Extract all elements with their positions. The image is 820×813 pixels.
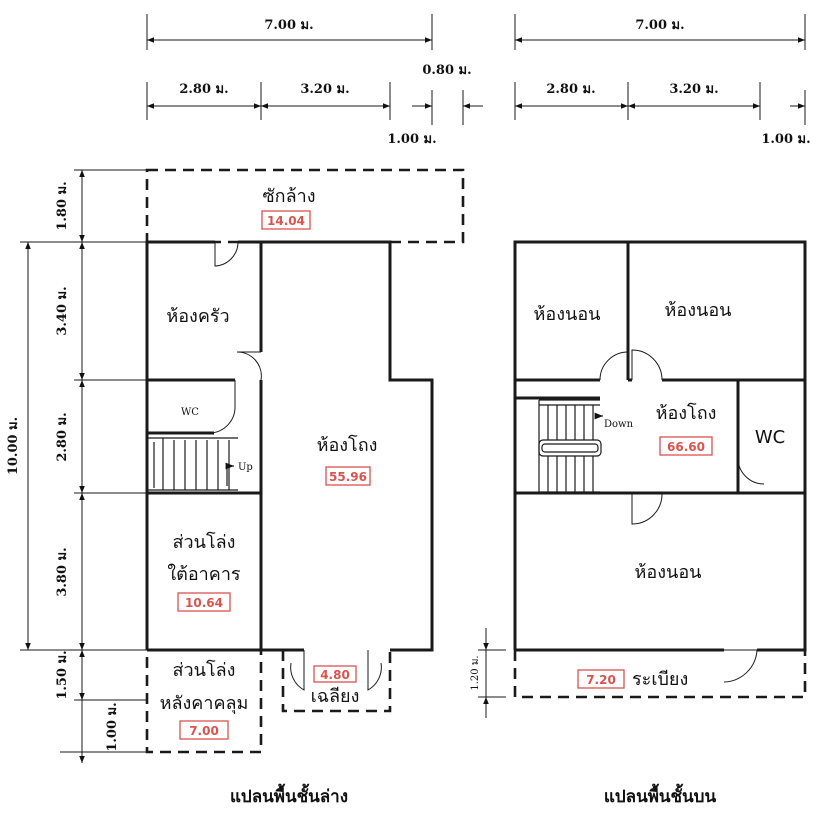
- balcony-door: [723, 649, 758, 683]
- open-space-area-box: [177, 592, 231, 612]
- open-space-label-2: ใต้อาคาร: [167, 563, 241, 585]
- upper-width-b: 3.20 ม.: [669, 82, 718, 97]
- ground-stair: [147, 437, 238, 491]
- carport-label-1: ส่วนโล่ง: [173, 659, 236, 681]
- open-space-label-1: ส่วนโล่ง: [173, 531, 236, 553]
- ground-floor-title: แปลนพื้นชั้นล่าง: [230, 783, 348, 807]
- carport-area-box: [179, 720, 229, 740]
- laundry-area: 14.04: [267, 214, 305, 228]
- bed3-door: [631, 492, 663, 525]
- bed2-door: [631, 349, 663, 381]
- upper-hall-area-box: [659, 436, 713, 456]
- ground-overhang: 0.80 ม.: [422, 63, 471, 78]
- upper-wc-label: WC: [755, 427, 785, 448]
- laundry-label: ซักล้าง: [262, 186, 315, 207]
- ground-depth-stair: 2.80 ม.: [55, 412, 70, 461]
- upper-floor-title: แปลนพื้นชั้นบน: [604, 783, 717, 807]
- upper-stair: [538, 399, 603, 493]
- ground-total-depth: 10.00 ม.: [6, 417, 21, 475]
- ground-total-width: 7.00 ม.: [264, 18, 313, 33]
- laundry-area-box: [261, 210, 311, 230]
- upper-exterior-walls: [513, 240, 807, 652]
- ground-hall-area: 55.96: [329, 470, 367, 484]
- upper-total-width: 7.00 ม.: [635, 18, 684, 33]
- ground-width-a: 2.80 ม.: [179, 82, 228, 97]
- balcony-area: 7.20: [586, 673, 616, 687]
- ground-depth-bottom: 1.00 ม.: [105, 702, 120, 751]
- upper-hall-label: ห้องโถง: [656, 402, 717, 424]
- upper-hall-area: 66.60: [667, 440, 705, 454]
- bedroom-1-label: ห้องนอน: [534, 304, 601, 325]
- balcony-outline: [513, 650, 807, 699]
- ground-depth-carport: 1.50 ม.: [55, 650, 70, 699]
- upper-left-dimensions: 1.20 ม.: [470, 628, 506, 718]
- upper-width-a: 2.80 ม.: [546, 82, 595, 97]
- bed1-door: [599, 351, 629, 381]
- ground-depth-laundry: 1.80 ม.: [55, 181, 70, 230]
- down-label: Down: [604, 419, 634, 430]
- porch-label: เฉลียง: [311, 686, 360, 707]
- kitchen-back-door: [214, 241, 239, 267]
- kitchen-door: [236, 351, 262, 381]
- ground-floor-plan: 7.00 ม. 2.80 ม. 3.20 ม. 0.80 ม. 1.00 ม. …: [6, 14, 483, 807]
- ground-exterior-walls: [145, 240, 434, 652]
- wc-upper-door: [737, 457, 765, 485]
- ground-offset: 1.00 ม.: [387, 132, 436, 147]
- ground-width-b: 3.20 ม.: [300, 82, 349, 97]
- open-space-area: 10.64: [185, 596, 223, 610]
- ground-left-dimensions: 10.00 ม. 1.80 ม. 3.40 ม. 2.80 ม. 3.80 ม.…: [6, 169, 147, 763]
- porch-door-left: [290, 650, 305, 691]
- bedroom-3-label: ห้องนอน: [635, 562, 702, 583]
- kitchen-label: ห้องครัว: [166, 306, 229, 327]
- balcony-label: ระเบียง: [632, 669, 688, 690]
- porch-door-right: [367, 650, 382, 691]
- carport-area: 7.00: [189, 724, 219, 738]
- porch-area: 4.80: [320, 668, 350, 682]
- wc-door: [209, 380, 236, 434]
- balcony-area-box: [577, 669, 625, 689]
- upper-offset: 1.00 ม.: [761, 132, 810, 147]
- ground-depth-open: 3.80 ม.: [55, 547, 70, 596]
- carport-outline: [145, 648, 263, 754]
- porch-outline: [281, 650, 392, 713]
- ground-hall-area-box: [325, 466, 371, 486]
- ground-depth-kitchen: 3.40 ม.: [55, 286, 70, 335]
- wc-label: WC: [181, 407, 199, 418]
- porch-area-box: [313, 665, 357, 683]
- balcony-depth: 1.20 ม.: [470, 655, 481, 690]
- ground-hall-label: ห้องโถง: [317, 434, 378, 456]
- upper-top-dimensions: 7.00 ม. 2.80 ม. 3.20 ม. 1.00 ม.: [514, 14, 811, 147]
- upper-floor-plan: 7.00 ม. 2.80 ม. 3.20 ม. 1.00 ม. 1.20 ม.: [470, 14, 811, 807]
- carport-label-2: หลังคาคลุม: [160, 693, 249, 714]
- ground-top-dimensions: 7.00 ม. 2.80 ม. 3.20 ม. 0.80 ม. 1.00 ม.: [146, 14, 483, 147]
- up-label: Up: [238, 462, 253, 473]
- bedroom-2-label: ห้องนอน: [665, 300, 732, 321]
